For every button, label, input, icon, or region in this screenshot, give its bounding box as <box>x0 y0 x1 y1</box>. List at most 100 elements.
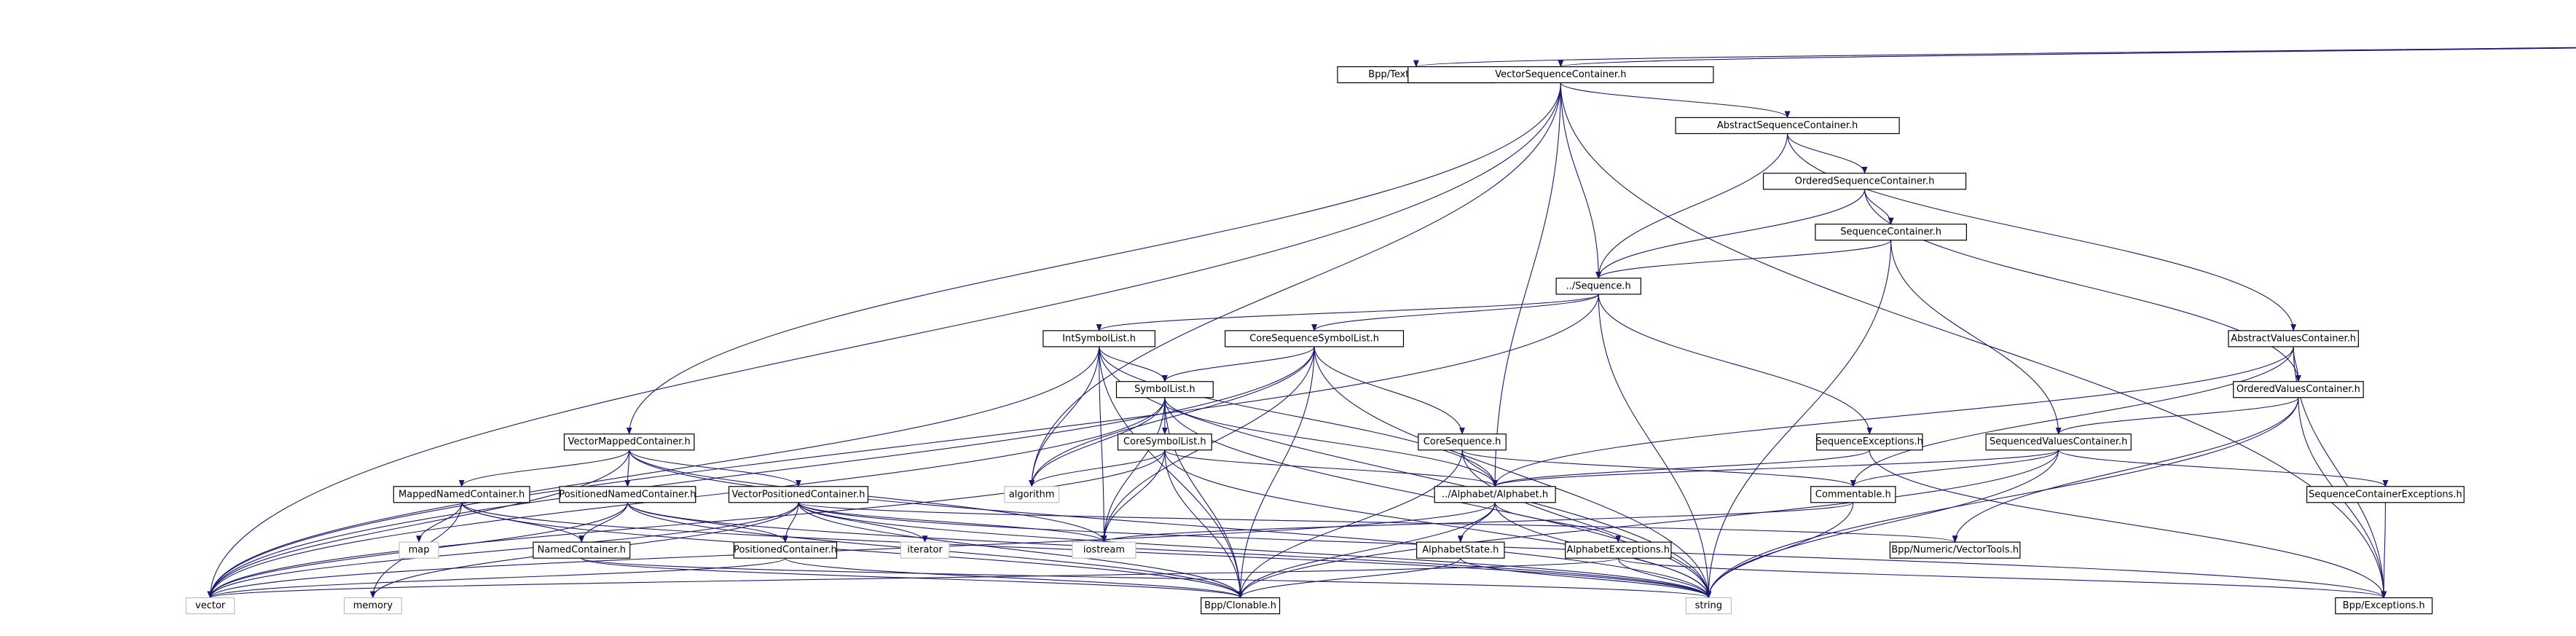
node-iterator[interactable]: iterator <box>900 541 950 559</box>
node-vector[interactable]: vector <box>185 597 235 615</box>
edge-aexc-to-vector <box>208 557 1619 599</box>
edge-asc-to-seq <box>1595 133 1788 279</box>
edge-osc-to-seq <box>1595 189 1866 279</box>
node-label: VectorSequenceContainer.h <box>1495 69 1626 80</box>
node-label: OrderedValuesContainer.h <box>2237 384 2360 395</box>
node-box <box>1675 117 1900 135</box>
node-box <box>1434 486 1556 503</box>
edge-sc-to-string <box>1705 240 1892 599</box>
edge-vmc-to-vpc <box>629 449 801 487</box>
edge-commentable-to-iostream <box>1101 502 1854 543</box>
edge-osc-to-sc <box>1864 189 1894 225</box>
edges-layer <box>207 47 2576 599</box>
node-se[interactable]: SequenceExceptions.h <box>1816 433 1923 451</box>
node-astate[interactable]: AlphabetState.h <box>1416 541 1505 559</box>
edge-isl-to-algorithm <box>1029 346 1100 487</box>
node-label: IntSymbolList.h <box>1062 333 1136 344</box>
node-clonable[interactable]: Bpp/Clonable.h <box>1201 597 1281 615</box>
node-csl[interactable]: CoreSymbolList.h <box>1117 433 1212 451</box>
node-seq[interactable]: ../Sequence.h <box>1555 278 1641 295</box>
node-label: VectorPositionedContainer.h <box>731 489 865 500</box>
nodes-layer: Bpp/Seq/Container/VectorSequenceContaine… <box>185 66 2465 615</box>
node-box <box>1762 173 1967 190</box>
node-box <box>1685 597 1732 615</box>
node-box <box>559 486 696 503</box>
edge-alphabet-to-vector <box>207 502 1496 599</box>
edge-astate-to-clonable <box>1237 557 1461 599</box>
node-label: PositionedNamedContainer.h <box>559 489 696 500</box>
node-label: MappedNamedContainer.h <box>398 489 525 500</box>
node-vpc[interactable]: VectorPositionedContainer.h <box>728 486 869 503</box>
edge-sce-to-exceptions <box>2381 502 2387 599</box>
node-label: AbstractValuesContainer.h <box>2231 333 2356 344</box>
node-box <box>1072 541 1136 559</box>
node-box <box>1407 66 1714 84</box>
edge-svc-to-string <box>1705 449 2059 599</box>
edge-vmc-to-mnc <box>458 449 630 487</box>
edge-alphabet-to-clonable <box>1237 502 1496 599</box>
node-cssl[interactable]: CoreSequenceSymbolList.h <box>1225 330 1405 348</box>
edge-isl-to-clonable <box>1099 346 1244 599</box>
node-memory[interactable]: memory <box>343 597 402 615</box>
node-label: memory <box>353 600 393 611</box>
edge-aexc-to-string <box>1617 558 1712 599</box>
edge-cssl-to-sl <box>1161 346 1315 382</box>
node-vsc[interactable]: VectorSequenceContainer.h <box>1407 66 1714 84</box>
node-svc[interactable]: SequencedValuesContainer.h <box>1985 433 2132 451</box>
edge-csl-to-iostream <box>1101 449 1166 543</box>
edge-vmc-to-pnc <box>624 449 631 487</box>
node-sc[interactable]: SequenceContainer.h <box>1815 224 1967 241</box>
node-exceptions[interactable]: Bpp/Exceptions.h <box>2335 597 2433 615</box>
node-label: algorithm <box>1009 489 1055 500</box>
node-box <box>393 486 530 503</box>
edge-vsc-to-exceptions <box>1560 82 2387 599</box>
node-box <box>1815 224 1967 241</box>
node-isl[interactable]: IntSymbolList.h <box>1042 330 1156 348</box>
node-alphabet[interactable]: ../Alphabet/Alphabet.h <box>1434 486 1556 503</box>
node-label: CoreSymbolList.h <box>1123 436 1206 447</box>
node-pc[interactable]: PositionedContainer.h <box>733 541 838 559</box>
edge-cs-to-clonable <box>1237 449 1463 599</box>
edge-nc-to-string <box>581 557 1711 599</box>
node-sce[interactable]: SequenceContainerExceptions.h <box>2306 486 2465 503</box>
edge-cssl-to-clonable <box>1237 346 1315 599</box>
node-label: iterator <box>907 545 943 556</box>
edge-ovc-to-svc <box>2055 397 2299 435</box>
edge-cssl-to-string <box>1313 346 1712 599</box>
edge-vsc-to-alphabet <box>1492 82 1561 487</box>
node-commentable[interactable]: Commentable.h <box>1810 486 1896 503</box>
node-label: PositionedContainer.h <box>734 545 837 556</box>
node-box <box>1225 330 1405 348</box>
node-cs[interactable]: CoreSequence.h <box>1418 433 1507 451</box>
node-mnc[interactable]: MappedNamedContainer.h <box>393 486 530 503</box>
node-sl[interactable]: SymbolList.h <box>1115 381 1214 399</box>
node-vtools[interactable]: Bpp/Numeric/VectorTools.h <box>1889 541 2021 559</box>
node-label: Commentable.h <box>1815 489 1891 500</box>
edge-pc-to-clonable <box>785 557 1244 599</box>
edge-root-to-texttools <box>1414 47 2576 68</box>
node-box <box>1816 433 1923 451</box>
node-asc[interactable]: AbstractSequenceContainer.h <box>1675 117 1900 135</box>
node-ovc[interactable]: OrderedValuesContainer.h <box>2233 381 2364 399</box>
node-label: AbstractSequenceContainer.h <box>1717 120 1858 131</box>
node-label: SequenceExceptions.h <box>1816 436 1923 447</box>
node-pnc[interactable]: PositionedNamedContainer.h <box>559 486 696 503</box>
node-vmc[interactable]: VectorMappedContainer.h <box>563 433 695 451</box>
node-avc[interactable]: AbstractValuesContainer.h <box>2228 330 2359 348</box>
node-osc[interactable]: OrderedSequenceContainer.h <box>1762 173 1967 190</box>
node-string[interactable]: string <box>1685 597 1732 615</box>
edge-commentable-to-string <box>1705 502 1854 599</box>
node-nc[interactable]: NamedContainer.h <box>533 541 631 559</box>
edge-pc-to-vector <box>207 557 786 599</box>
node-label: CoreSequence.h <box>1424 436 1501 447</box>
node-iostream[interactable]: iostream <box>1072 541 1136 559</box>
edge-seq-to-isl <box>1096 294 1599 331</box>
edge-vsc-to-algorithm <box>1029 82 1561 487</box>
node-algorithm[interactable]: algorithm <box>1004 486 1060 503</box>
edge-vpc-to-vector <box>207 502 799 599</box>
node-aexc[interactable]: AlphabetExceptions.h <box>1565 541 1672 559</box>
node-map[interactable]: map <box>398 541 439 559</box>
node-label: map <box>409 545 430 556</box>
node-box <box>1004 486 1060 503</box>
